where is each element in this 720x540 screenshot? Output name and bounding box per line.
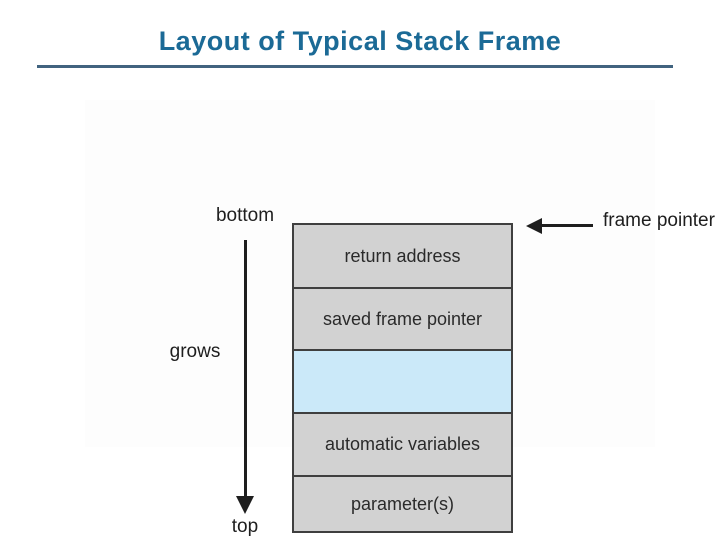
stack-cell-empty-highlight xyxy=(294,349,511,412)
stack-growth-arrow-line xyxy=(244,240,247,496)
stack-cell-automatic-variables: automatic variables xyxy=(294,412,511,475)
frame-pointer-arrowhead-left-icon xyxy=(526,218,542,234)
label-top: top xyxy=(231,516,259,537)
frame-pointer-arrow-line xyxy=(540,224,593,227)
stack-growth-arrowhead-down-icon xyxy=(236,496,254,514)
stack-frame-diagram: bottom grows top return address saved fr… xyxy=(85,100,715,537)
label-bottom: bottom xyxy=(215,205,275,226)
stack-cell-parameters: parameter(s) xyxy=(294,475,511,531)
page-title: Layout of Typical Stack Frame xyxy=(158,26,562,56)
stack-box: return address saved frame pointer autom… xyxy=(292,223,513,533)
title-underline xyxy=(37,65,673,68)
stack-cell-return-address: return address xyxy=(294,225,511,287)
label-frame-pointer: frame pointer xyxy=(603,210,715,231)
stack-cell-saved-frame-pointer: saved frame pointer xyxy=(294,287,511,349)
label-grows: grows xyxy=(169,341,221,362)
